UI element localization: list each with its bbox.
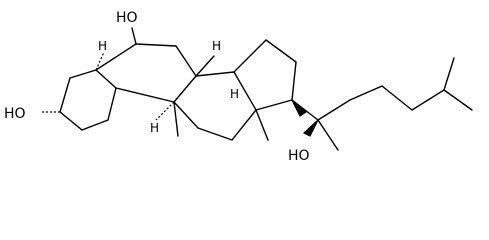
atom-labels: HO HO HO H H H H (4, 10, 310, 164)
hydroxyl-label-c3: HO (4, 106, 26, 122)
wedge-bond-c20-oh (302, 119, 319, 137)
hydroxyl-label-c20: HO (288, 148, 310, 164)
hydrogen-label-c5: H (98, 39, 107, 53)
bond-lines (59, 27, 473, 151)
steroid-structure-diagram: HO HO HO H H H H (4, 10, 473, 164)
hydrogen-label-c8: H (212, 39, 221, 53)
hydroxyl-label-c6: HO (116, 10, 138, 26)
hash-bond-c9-h (155, 101, 175, 121)
wedge-bond-c17 (291, 99, 307, 117)
stereo-bonds (42, 51, 319, 137)
hash-bond-c5-h (95, 51, 105, 71)
hydrogen-label-c14: H (230, 87, 239, 101)
hydrogen-label-c9: H (150, 121, 159, 135)
